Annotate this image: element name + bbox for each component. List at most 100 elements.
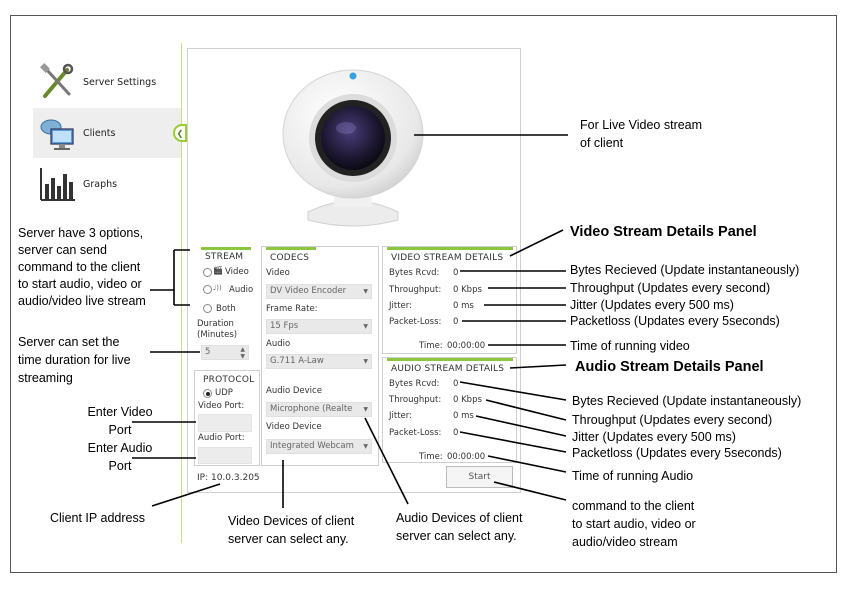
annotation-line: command to the client xyxy=(18,260,141,274)
sidebar-item-label: Graphs xyxy=(83,178,118,190)
video-bytes-label: Bytes Rcvd: xyxy=(389,268,440,278)
video-port-input[interactable] xyxy=(198,414,252,432)
figure-frame xyxy=(10,15,837,573)
radio-audio[interactable] xyxy=(203,285,212,294)
duration-value: 5 xyxy=(205,347,211,357)
sidebar-item-label: Clients xyxy=(83,127,116,139)
annotation-line: to start audio, video or xyxy=(18,277,142,291)
stepper-arrows-icon[interactable]: ▲▼ xyxy=(240,346,245,360)
callout-line-audio-panel xyxy=(509,364,567,369)
video-bytes-value: 0 xyxy=(453,268,459,278)
chevron-down-icon: ▼ xyxy=(363,443,368,450)
radio-video[interactable] xyxy=(203,268,212,277)
audio-time-label: Time: xyxy=(419,452,443,462)
frame-rate-label: Frame Rate: xyxy=(266,304,318,314)
annotation-v-bytes: Bytes Recieved (Update instantaneously) xyxy=(570,263,800,277)
video-time-value: 00:00:00 xyxy=(447,341,486,351)
annotation-a-jitter: Jitter (Updates every 500 ms) xyxy=(572,430,736,444)
sidebar-item-server-settings[interactable]: Server Settings xyxy=(33,57,181,107)
annotation-line: to start audio, video or xyxy=(572,517,696,531)
audio-device-select[interactable]: Microphone (Realte ▼ xyxy=(266,402,372,417)
annotation-client-ip: Client IP address xyxy=(50,511,145,525)
annotation-line: server can select any. xyxy=(228,532,349,546)
chevron-down-icon: ▼ xyxy=(363,323,368,330)
video-codec-select[interactable]: DV Video Encoder▼ xyxy=(266,284,372,299)
annotation-line: Enter Audio xyxy=(87,441,153,455)
callout-line-ip xyxy=(151,483,221,507)
frame-rate-select[interactable]: 15 Fps ▼ xyxy=(266,319,372,334)
video-port-label: Video Port: xyxy=(198,401,245,411)
chevron-down-icon: ▼ xyxy=(363,406,368,413)
audio-port-label: Audio Port: xyxy=(198,433,245,443)
audio-throughput-value: 0 Kbps xyxy=(453,395,482,405)
annotation-line: server can select any. xyxy=(396,529,517,543)
audio-port-input[interactable] xyxy=(198,447,252,464)
panel-accent xyxy=(201,247,251,250)
video-packetloss-label: Packet-Loss: xyxy=(389,317,442,327)
annotation-a-time: Time of running Audio xyxy=(572,469,694,483)
codecs-panel: CODECS Video DV Video Encoder▼ Frame Rat… xyxy=(261,246,379,466)
chevron-left-icon: ❮ xyxy=(176,128,184,138)
speaker-icon: ♩)) xyxy=(213,284,222,292)
radio-udp-label: UDP xyxy=(215,388,233,398)
panel-accent xyxy=(266,247,316,250)
chevron-down-icon: ▼ xyxy=(363,288,368,295)
annotation-line: of client xyxy=(580,136,624,150)
audio-packetloss-label: Packet-Loss: xyxy=(389,428,442,438)
audio-stream-details-panel: AUDIO STREAM DETAILS Bytes Rcvd: 0 Throu… xyxy=(382,357,517,463)
annotation-audio-port: Enter Audio Port xyxy=(82,439,158,475)
frame-rate-value: 15 Fps xyxy=(270,321,299,331)
annotation-line: Audio Devices of client xyxy=(396,511,523,525)
video-throughput-label: Throughput: xyxy=(389,285,442,295)
sidebar-divider xyxy=(181,43,182,543)
callout-line-a-throughput xyxy=(485,399,567,421)
callout-line-video-panel xyxy=(509,229,564,257)
annotation-v-throughput: Throughput (Updates every second) xyxy=(570,281,771,295)
audio-codec-value: G.711 A-Law xyxy=(270,356,324,366)
video-throughput-value: 0 Kbps xyxy=(453,285,482,295)
annotation-audio-panel: Audio Stream Details Panel xyxy=(575,359,764,375)
network-clients-icon xyxy=(40,119,74,150)
annotation-a-bytes: Bytes Recieved (Update instantaneously) xyxy=(572,394,802,408)
annotation-line: time duration for live xyxy=(18,353,131,367)
client-ip-address: IP: 10.0.3.205 xyxy=(197,473,260,483)
annotation-line: audio/video stream xyxy=(572,535,678,549)
duration-stepper[interactable]: 5 ▲▼ xyxy=(201,345,249,360)
audio-time-value: 00:00:00 xyxy=(447,452,486,462)
annotation-line: Port xyxy=(108,459,132,473)
annotation-video-panel: Video Stream Details Panel xyxy=(570,224,757,240)
audio-packetloss-value: 0 xyxy=(453,428,459,438)
collapse-sidebar-button[interactable]: ❮ xyxy=(173,124,187,142)
annotation-live-video: For Live Video stream of client xyxy=(580,116,702,152)
callout-line-a-packetloss xyxy=(459,431,567,453)
annotation-line: For Live Video stream xyxy=(580,118,703,132)
sidebar-item-clients[interactable]: Clients xyxy=(33,108,181,158)
annotation-video-port: Enter Video Port xyxy=(82,403,158,439)
annotation-video-devices: Video Devices of client server can selec… xyxy=(228,512,354,548)
video-details-title: VIDEO STREAM DETAILS xyxy=(391,253,504,263)
annotation-line: Server can set the xyxy=(18,335,120,349)
video-device-select[interactable]: Integrated Webcam ▼ xyxy=(266,439,372,454)
annotation-v-packetloss: Packetloss (Updates every 5seconds) xyxy=(570,314,780,328)
audio-codec-select[interactable]: G.711 A-Law▼ xyxy=(266,354,372,369)
annotation-line: server can send xyxy=(18,243,107,257)
video-jitter-value: 0 ms xyxy=(453,301,474,311)
radio-both[interactable] xyxy=(203,304,212,313)
audio-jitter-value: 0 ms xyxy=(453,411,474,421)
annotation-line: command to the client xyxy=(572,499,695,513)
radio-udp[interactable] xyxy=(203,389,212,398)
protocol-panel-title: PROTOCOL xyxy=(203,375,255,385)
sidebar-item-graphs[interactable]: Graphs xyxy=(33,159,181,209)
duration-label: Duration (Minutes) xyxy=(197,319,238,340)
annotation-duration: Server can set the time duration for liv… xyxy=(18,333,131,387)
audio-device-value: Microphone (Realte xyxy=(270,404,353,414)
audio-details-title: AUDIO STREAM DETAILS xyxy=(391,364,505,374)
annotation-stream-options: Server have 3 options, server can send c… xyxy=(18,225,146,310)
video-packetloss-value: 0 xyxy=(453,317,459,327)
video-jitter-label: Jitter: xyxy=(389,301,412,311)
stream-panel: STREAM 🎬 Video ♩)) Audio Both Duration (… xyxy=(196,246,256,366)
video-device-value: Integrated Webcam xyxy=(270,441,354,451)
annotation-a-packetloss: Packetloss (Updates every 5seconds) xyxy=(572,446,782,460)
audio-jitter-label: Jitter: xyxy=(389,411,412,421)
audio-bytes-label: Bytes Rcvd: xyxy=(389,379,440,389)
